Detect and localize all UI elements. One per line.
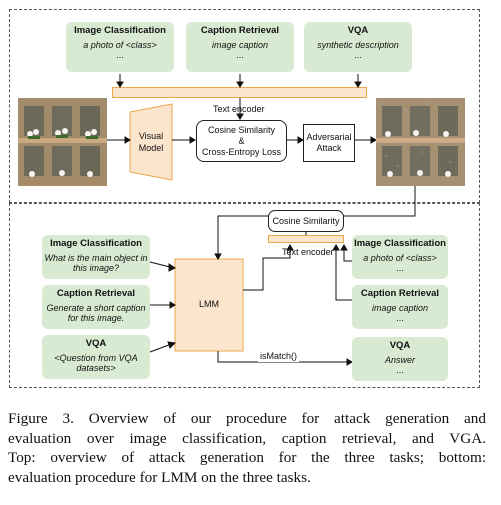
bottom-query-text: What is the main object in this image? (44, 253, 148, 273)
attack-generation-region (9, 9, 480, 203)
evaluation-region (9, 203, 480, 388)
bottom-query-text: Generate a short caption for this image. (46, 303, 146, 323)
top-task-ellipsis: ... (236, 50, 244, 60)
bottom-answer-ellipsis: ... (396, 313, 404, 323)
lmm-shape (174, 258, 244, 352)
bottom-answer-vqa: VQA Answer ... (352, 337, 448, 381)
top-task-image-classification: Image Classification a photo of <class> … (66, 22, 174, 72)
lmm-label: LMM (199, 299, 219, 309)
ismatch-label: isMatch() (258, 351, 300, 362)
adversarial-attack-box: Adversarial Attack (303, 124, 355, 162)
bottom-answer-title: Caption Retrieval (360, 288, 440, 299)
loss-line2: & (238, 135, 245, 146)
clean-image (18, 98, 107, 186)
text-encoder-label-top: Text encoder (213, 104, 265, 114)
caption-line4: evaluation procedure for LMM on the thre… (8, 468, 311, 486)
bottom-answer-title: VQA (389, 340, 411, 351)
bottom-query-vqa: VQA <Question from VQA datasets> (42, 335, 150, 379)
top-task-title: Caption Retrieval (200, 25, 280, 36)
top-task-text: image caption (211, 40, 269, 50)
bottom-query-image-classification: Image Classification What is the main ob… (42, 235, 150, 279)
top-task-vqa: VQA synthetic description ... (304, 22, 412, 72)
bottom-answer-text: Answer (384, 355, 415, 365)
bottom-answer-ellipsis: ... (396, 365, 404, 375)
loss-line1: Cosine Similarity (207, 124, 276, 135)
bottom-query-caption-retrieval: Caption Retrieval Generate a short capti… (42, 285, 150, 329)
adversarial-line2: Attack (316, 143, 342, 153)
caption-line2: evaluation over image classification, ca… (8, 429, 486, 447)
top-task-text: synthetic description (317, 40, 399, 50)
top-task-title: VQA (347, 25, 369, 36)
top-task-caption-retrieval: Caption Retrieval image caption ... (186, 22, 294, 72)
cosine-similarity-box: Cosine Similarity (268, 210, 344, 232)
bottom-answer-ellipsis: ... (396, 263, 404, 273)
figure-caption: Figure 3. Overview of our procedure for … (8, 409, 486, 487)
visual-model-shape (129, 103, 173, 181)
diagram-shapes (107, 74, 416, 366)
bottom-answer-image-classification: Image Classification a photo of <class> … (352, 235, 448, 279)
top-task-ellipsis: ... (354, 50, 362, 60)
text-encoder-bar-bottom (268, 235, 344, 243)
loss-line3: Cross-Entropy Loss (201, 146, 282, 157)
bottom-answer-caption-retrieval: Caption Retrieval image caption ... (352, 285, 448, 329)
cosine-similarity-label: Cosine Similarity (272, 215, 340, 226)
bottom-answer-title: Image Classification (354, 238, 446, 249)
loss-box: Cosine Similarity & Cross-Entropy Loss (196, 120, 287, 162)
bottom-query-text: <Question from VQA datasets> (54, 353, 138, 373)
bottom-query-title: Image Classification (50, 238, 142, 249)
window-with-flowers-image (18, 98, 107, 186)
noisy-window-image (376, 98, 465, 186)
adversarial-image (376, 98, 465, 186)
text-encoder-label-bottom: Text encoder (282, 247, 334, 257)
text-encoder-bar-top (112, 87, 367, 98)
top-task-ellipsis: ... (116, 50, 124, 60)
caption-line3: Top: overview of attack generation for t… (8, 449, 486, 466)
top-task-title: Image Classification (74, 25, 166, 36)
bottom-query-title: VQA (85, 338, 107, 349)
visual-model-label: Visual Model (138, 131, 164, 153)
adversarial-line1: Adversarial (306, 132, 352, 142)
bottom-query-title: Caption Retrieval (56, 288, 136, 299)
bottom-answer-text: a photo of <class> (363, 253, 437, 263)
bottom-answer-text: image caption (371, 303, 429, 313)
top-task-text: a photo of <class> (83, 40, 157, 50)
caption-line1: Figure 3. Overview of our procedure for … (8, 410, 486, 427)
